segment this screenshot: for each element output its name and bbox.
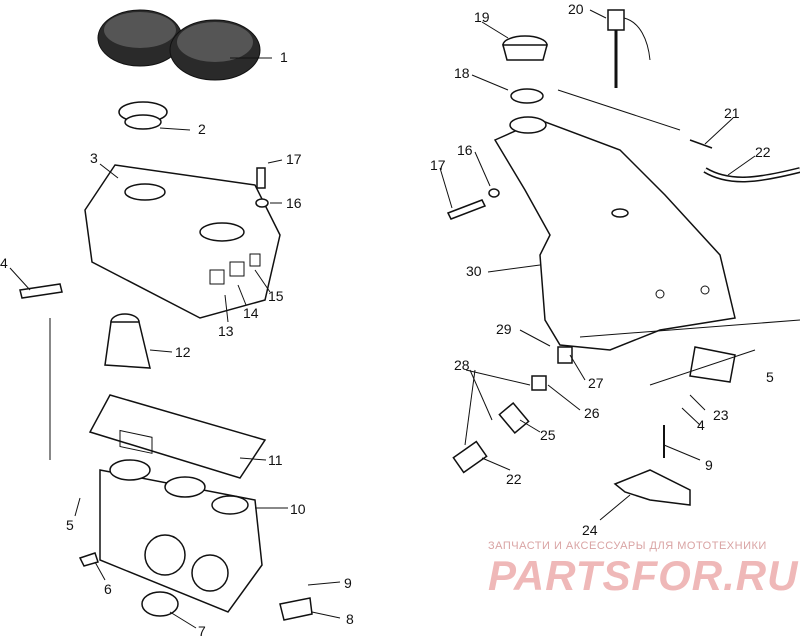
callout-9-right: 9 [705,457,713,473]
callout-30: 30 [466,263,482,279]
leader-lines-right [439,9,800,521]
callout-14: 14 [243,305,259,321]
callout-16-left: 16 [286,195,302,211]
intake-boot [104,313,151,369]
callout-3: 3 [90,150,98,166]
callout-8: 8 [346,611,354,627]
bracket-8 [279,597,313,621]
fuel-cap [502,35,548,61]
fuel-sender [607,9,651,88]
airbox-lid [84,164,281,319]
leader-lines-left [9,57,341,629]
callout-15: 15 [268,288,284,304]
callout-22-bottom: 22 [506,471,522,487]
watermark-logo: PARTSFOR.RU [488,552,799,599]
callout-1: 1 [280,49,288,65]
screw-17-right [446,188,500,220]
callout-28: 28 [454,357,470,373]
callout-21: 21 [724,105,740,121]
callout-25: 25 [540,427,556,443]
callout-17-left: 17 [286,151,302,167]
callout-6: 6 [104,581,112,597]
callout-19: 19 [474,9,490,25]
callout-24: 24 [582,522,598,538]
callout-5-right: 5 [766,369,774,385]
drain-plug [141,591,179,617]
callout-9-left: 9 [344,575,352,591]
callout-18: 18 [454,65,470,81]
watermark-caption: ЗАПЧАСТИ И АКСЕССУАРЫ ДЛЯ МОТОТЕХНИКИ [488,540,767,552]
vent-hose [689,139,800,183]
clip [78,552,99,567]
airbox-base [99,459,263,613]
callout-16-right: 16 [457,142,473,158]
callout-7: 7 [198,623,206,636]
bolt-4-left [19,283,63,299]
screw-17-left [255,167,269,208]
callout-12: 12 [175,344,191,360]
callout-17-right: 17 [430,157,446,173]
callout-23: 23 [713,407,729,423]
callout-13: 13 [218,323,234,339]
airbox-gasket [88,394,267,479]
callout-26: 26 [584,405,600,421]
callout-5-left: 5 [66,517,74,533]
callout-4-left: 4 [0,255,8,271]
tank-bracket [613,469,691,506]
cap-seal [510,88,544,104]
callout-20: 20 [568,1,584,17]
callout-10: 10 [290,501,306,517]
filter-adapter-ring [118,101,168,130]
fuel-line-fittings [452,346,573,474]
fuel-tank [493,116,736,351]
callout-4-right: 4 [697,417,705,433]
callout-22-top: 22 [755,144,771,160]
air-filter-element [97,9,261,81]
callout-29: 29 [496,321,512,337]
callout-27: 27 [588,375,604,391]
callout-2: 2 [198,121,206,137]
callout-11: 11 [268,452,283,468]
